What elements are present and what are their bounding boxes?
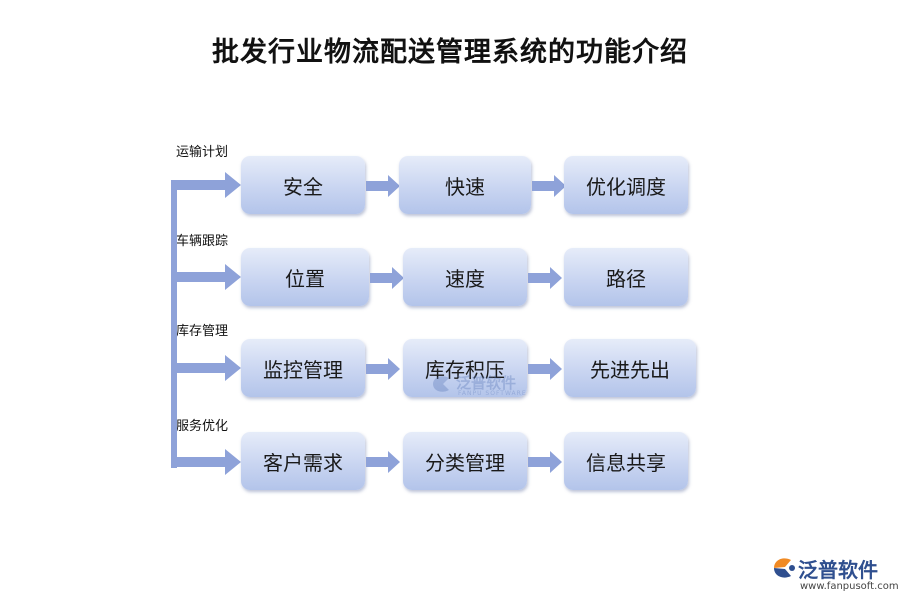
- node-classification: 分类管理: [403, 432, 527, 490]
- arrow-right-icon: [366, 358, 400, 380]
- arrow-right-icon: [171, 355, 241, 381]
- logo-text: 泛普软件: [798, 558, 878, 582]
- arrow-right-icon: [171, 172, 241, 198]
- node-optimized-dispatch: 优化调度: [564, 156, 688, 214]
- node-route: 路径: [564, 248, 688, 306]
- arrow-right-icon: [366, 175, 400, 197]
- fanpu-logo: 泛普软件 www.fanpusoft.com: [770, 552, 899, 596]
- arrow-right-icon: [366, 451, 400, 473]
- node-speed: 速度: [403, 248, 527, 306]
- node-position: 位置: [241, 248, 369, 306]
- node-info-sharing: 信息共享: [564, 432, 688, 490]
- node-monitoring: 监控管理: [241, 339, 365, 397]
- arrow-right-icon: [370, 267, 404, 289]
- row-label-inventory: 库存管理: [176, 324, 229, 339]
- row-label-vehicle: 车辆跟踪: [176, 234, 229, 249]
- node-fast: 快速: [399, 156, 531, 214]
- fanpu-logo-icon: [774, 558, 795, 578]
- arrow-right-icon: [171, 264, 241, 290]
- row-label-transport: 运输计划: [176, 145, 229, 160]
- node-inventory-backlog: 库存积压: [403, 339, 527, 397]
- row-label-service: 服务优化: [176, 419, 229, 434]
- logo-url[interactable]: www.fanpusoft.com: [800, 581, 899, 592]
- page-title: 批发行业物流配送管理系统的功能介绍: [212, 37, 688, 68]
- node-customer-demand: 客户需求: [241, 432, 365, 490]
- arrow-right-icon: [528, 358, 562, 380]
- arrow-right-icon: [532, 175, 566, 197]
- node-safety: 安全: [241, 156, 365, 214]
- trunk-connector: [171, 180, 177, 468]
- arrow-right-icon: [171, 449, 241, 475]
- arrow-right-icon: [528, 267, 562, 289]
- node-fifo: 先进先出: [564, 339, 696, 397]
- arrow-right-icon: [528, 451, 562, 473]
